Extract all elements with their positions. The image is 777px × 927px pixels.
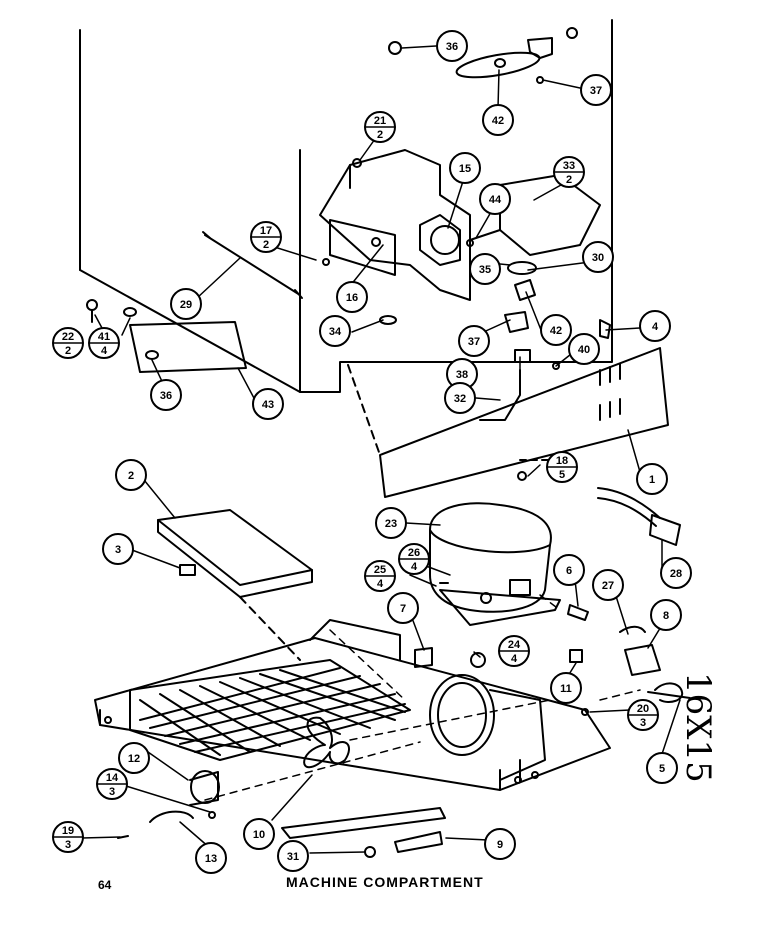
callout-2: 2 [128,470,134,482]
callout-1: 1 [649,474,655,486]
callout-32: 32 [454,393,466,405]
callout-36: 36 [446,41,458,53]
callout-13: 13 [205,853,217,865]
callout-20-bottom: 3 [640,717,646,729]
top-bracket-parts [388,27,578,84]
callout-22-top: 22 [62,331,74,343]
callout-27: 27 [602,580,614,592]
callout-21-bottom: 2 [377,129,383,141]
callout-25-top: 25 [374,564,386,576]
callout-10: 10 [253,829,265,841]
callout-33-top: 33 [563,160,575,172]
callout-42b: 42 [550,325,562,337]
callout-34: 34 [329,326,342,338]
callout-42: 42 [492,115,504,127]
callout-23: 23 [385,518,397,530]
cabinet-body [79,19,613,393]
compressor [429,502,561,668]
callout-24-bottom: 4 [511,653,518,665]
callout-33-bottom: 2 [566,174,572,186]
callout-20-top: 20 [637,703,649,715]
callout-43: 43 [262,399,274,411]
callout-19-bottom: 3 [65,839,71,851]
callout-labels: 36 37 42 21 2 15 44 33 2 17 2 30 35 29 1… [62,41,682,865]
callout-25-bottom: 4 [377,578,384,590]
callout-38: 38 [456,369,468,381]
drain-pan [157,509,313,661]
callout-11: 11 [560,683,572,695]
callout-15: 15 [459,163,471,175]
callout-41-bottom: 4 [101,345,108,357]
callout-21-top: 21 [374,115,386,127]
fan-motor-bracket [319,149,611,421]
base-pan-condenser [94,619,611,791]
callout-18-top: 18 [556,455,568,467]
callout-14-bottom: 3 [109,786,115,798]
callout-5: 5 [659,763,665,775]
callout-37: 37 [590,85,602,97]
callout-9: 9 [497,839,503,851]
callout-7: 7 [400,603,406,615]
callout-28: 28 [670,568,682,580]
callout-circles [52,30,692,874]
callout-44: 44 [489,194,502,206]
callout-29: 29 [180,299,192,311]
relay-parts [414,604,691,716]
callout-12: 12 [128,753,140,765]
callout-31: 31 [287,851,299,863]
callout-24-top: 24 [508,639,521,651]
callout-26-bottom: 4 [411,561,418,573]
assembly-lines [204,594,641,801]
callout-14-top: 14 [106,772,119,784]
callout-17-bottom: 2 [263,239,269,251]
callout-36b: 36 [160,390,172,402]
callout-40: 40 [578,344,590,356]
diagram-caption: MACHINE COMPARTMENT [286,874,484,890]
callout-30: 30 [592,252,604,264]
callout-22-bottom: 2 [65,345,71,357]
handwritten-note: 16X15 [678,672,718,783]
callout-41-top: 41 [98,331,110,343]
condenser-fan [117,716,446,858]
callout-17-top: 17 [260,225,272,237]
callout-4: 4 [652,321,659,333]
power-cord [597,487,681,546]
leader-lines [81,45,681,854]
grille-and-strip [86,231,303,373]
fraction-bars [54,126,657,838]
callout-3: 3 [115,544,121,556]
callout-19-top: 19 [62,825,74,837]
rear-panel [347,347,669,498]
callout-8: 8 [663,610,669,622]
callout-35: 35 [479,264,491,276]
callout-26-top: 26 [408,547,420,559]
page-number: 64 [98,878,112,892]
callout-18-bottom: 5 [559,469,565,481]
callout-6: 6 [566,565,572,577]
callout-16: 16 [346,292,358,304]
callout-37b: 37 [468,336,480,348]
